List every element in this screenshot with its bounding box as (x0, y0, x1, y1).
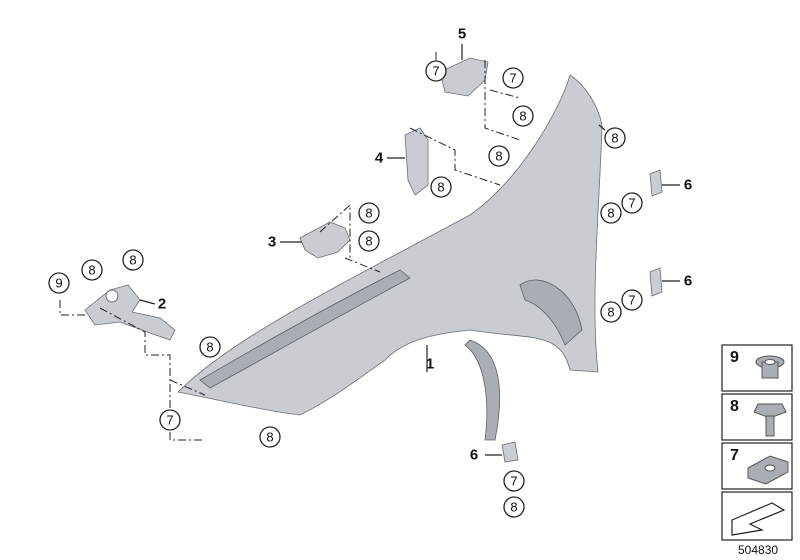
svg-text:8: 8 (730, 398, 739, 415)
callout-8-fender-top: 8 (604, 127, 626, 149)
svg-text:8: 8 (611, 131, 618, 146)
svg-text:9: 9 (730, 349, 739, 366)
svg-text:8: 8 (365, 234, 372, 249)
part-label-6-middle: 6 (684, 273, 692, 290)
leader-lines (139, 44, 680, 456)
callout-7-bracket5-left: 7 (425, 60, 447, 82)
bracket-5 (439, 57, 489, 97)
callout-8-bracket2-right: 8 (122, 249, 144, 271)
callout-8-bracket5: 8 (512, 105, 534, 127)
callouts: 9 8 8 8 7 8 8 8 8 8 7 7 8 8 8 7 8 7 7 8 (48, 60, 643, 518)
svg-text:7: 7 (166, 413, 173, 428)
nut-icon (755, 355, 785, 379)
part-label-6-upper: 6 (684, 177, 692, 194)
callout-9: 9 (48, 272, 70, 294)
svg-text:8: 8 (266, 430, 273, 445)
svg-text:7: 7 (628, 196, 635, 211)
clip-6-lower (501, 441, 519, 463)
svg-text:8: 8 (510, 500, 517, 515)
callout-8-front-bottom: 8 (259, 426, 281, 448)
bolt-icon (753, 403, 787, 437)
svg-text:8: 8 (365, 206, 372, 221)
part-label-2: 2 (158, 296, 166, 313)
part-label-4: 4 (375, 150, 384, 167)
legend-item-9: 9 (721, 344, 793, 392)
svg-text:7: 7 (509, 71, 516, 86)
callout-8-clip-upper: 8 (600, 202, 622, 224)
legend-panel: 9 8 7 (721, 344, 793, 541)
svg-text:8: 8 (495, 149, 502, 164)
callout-7-front-lower: 7 (159, 409, 181, 431)
clip-6-middle (649, 267, 663, 297)
svg-text:8: 8 (437, 180, 444, 195)
part-label-5: 5 (458, 26, 466, 43)
bracket-3 (299, 221, 351, 259)
callout-8-top-edge: 8 (488, 145, 510, 167)
bracket-2 (84, 284, 176, 341)
svg-text:7: 7 (628, 293, 635, 308)
callout-7-bracket5-right: 7 (502, 67, 524, 89)
arrow-icon (731, 502, 786, 536)
part-label-3: 3 (268, 234, 276, 251)
svg-text:8: 8 (88, 263, 95, 278)
callout-8-clip-middle: 8 (600, 301, 622, 323)
legend-item-8: 8 (721, 393, 793, 441)
callout-8-bracket2-left: 8 (81, 259, 103, 281)
callout-8-bracket4: 8 (430, 176, 452, 198)
svg-text:8: 8 (206, 340, 213, 355)
callout-8-bracket3-upper: 8 (358, 202, 380, 224)
callout-7-clip-lower: 7 (503, 470, 525, 492)
legend-item-7: 7 (721, 442, 793, 490)
callout-7-clip-upper: 7 (621, 192, 643, 214)
clip-6-upper (649, 169, 663, 197)
drawing-number: 504830 (738, 543, 779, 557)
callout-8-bracket3-lower: 8 (358, 230, 380, 252)
svg-text:9: 9 (55, 276, 62, 291)
callout-7-clip-middle: 7 (621, 289, 643, 311)
svg-text:7: 7 (730, 447, 739, 464)
callout-8-front-lower: 8 (199, 336, 221, 358)
part-labels: 1 2 3 4 5 6 6 6 (158, 26, 692, 464)
svg-text:8: 8 (607, 206, 614, 221)
legend-arrow-box (721, 491, 793, 541)
svg-text:8: 8 (519, 109, 526, 124)
part-label-6-lower: 6 (470, 447, 478, 464)
clip-nut-icon (747, 455, 789, 485)
part-label-1: 1 (426, 356, 434, 373)
callout-8-clip-lower: 8 (503, 496, 525, 518)
svg-text:8: 8 (129, 253, 136, 268)
svg-text:7: 7 (432, 64, 439, 79)
assembly-lines (59, 52, 521, 441)
svg-text:8: 8 (607, 305, 614, 320)
svg-text:7: 7 (510, 474, 517, 489)
front-fender (177, 74, 603, 441)
bracket-4 (404, 127, 429, 196)
